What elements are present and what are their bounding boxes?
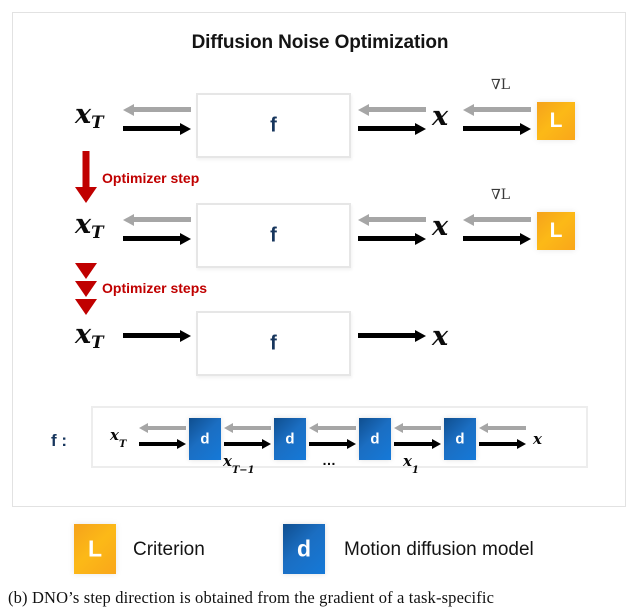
chain-intermediate-label-3: x1 (403, 452, 419, 476)
legend-diffusion-swatch: d (283, 524, 325, 574)
optimizer-step-arrow (75, 151, 97, 203)
chain-node-2-label: d (285, 430, 295, 448)
optimizer-step-label: Optimizer step (102, 170, 200, 186)
chain-node-4-label: d (455, 430, 465, 448)
row2-model-label: f (270, 224, 277, 246)
optimizer-steps-triangle-2 (75, 281, 97, 297)
page-title: Diffusion Noise Optimization (191, 32, 449, 53)
row1-model-label: f (270, 114, 277, 136)
legend-diffusion-swatch-label: d (296, 535, 312, 562)
row3-model-label: f (270, 332, 277, 354)
row1-gradient-label: ∇L (491, 77, 511, 93)
legend-diffusion-label: Motion diffusion model (344, 539, 534, 560)
row3-input-label: xT (75, 319, 104, 353)
optimizer-steps-label: Optimizer steps (102, 280, 208, 296)
chain-intermediate-label-2: … (322, 452, 336, 468)
row1-criterion-box: L (537, 102, 575, 140)
chain-input-label: xT (110, 426, 127, 450)
chain-intermediate-label-1: xT−1 (223, 452, 255, 476)
optimizer-steps-triangle-1 (75, 263, 97, 279)
row2-criterion-label: L (549, 219, 563, 242)
row1-output-label: x (432, 101, 449, 132)
chain-node-1: d (189, 418, 221, 460)
f-expansion-panel: xT d (91, 406, 588, 476)
row1-criterion-label: L (549, 109, 563, 132)
row2-criterion-box: L (537, 212, 575, 250)
diagram-panel: Diffusion Noise Optimization xT f (12, 12, 626, 507)
figure-caption: (b) DNO’s step direction is obtained fro… (8, 588, 495, 607)
row2-output-label: x (432, 211, 449, 242)
chain-node-1-label: d (200, 430, 210, 448)
row2-gradient-label: ∇L (491, 187, 511, 203)
legend-criterion-swatch: L (74, 524, 116, 574)
f-expansion-label: f : (51, 431, 68, 450)
optimizer-steps-triangle-3 (75, 299, 97, 315)
row2-input-label: xT (75, 209, 104, 243)
row2-model-box: f (196, 203, 351, 268)
row1-input-label: xT (75, 99, 104, 133)
chain-node-3: d (359, 418, 391, 460)
row3-model-box: f (196, 311, 351, 376)
chain-node-2: d (274, 418, 306, 460)
row3-output-label: x (432, 321, 449, 352)
legend-criterion-swatch-label: L (87, 535, 103, 562)
chain-node-4: d (444, 418, 476, 460)
legend-criterion-label: Criterion (133, 539, 205, 560)
row1-model-box: f (196, 93, 351, 158)
chain-node-3-label: d (370, 430, 380, 448)
chain-output-label: x (533, 430, 542, 448)
